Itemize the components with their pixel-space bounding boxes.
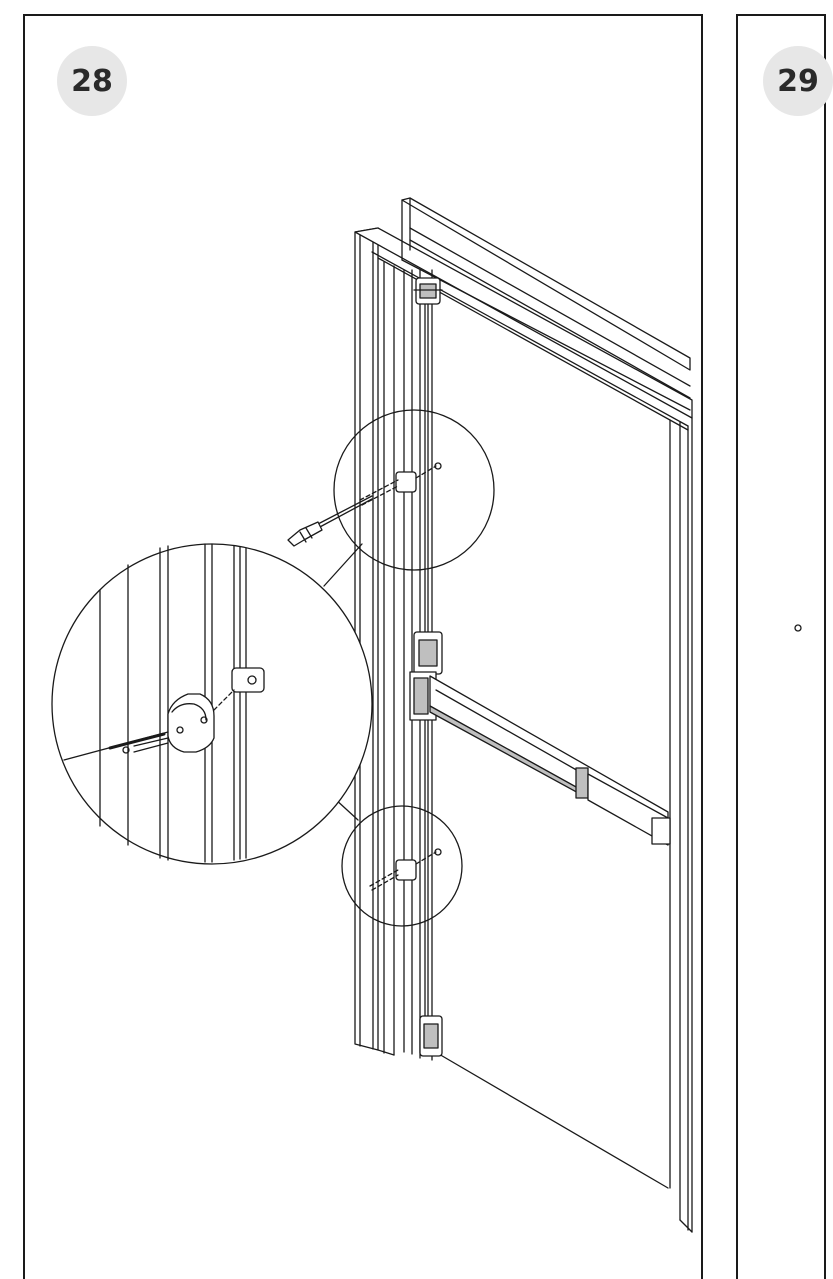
- upper-rod-guide: [333, 409, 495, 571]
- door-leaf: [401, 197, 691, 1189]
- step-number: 28: [71, 63, 113, 99]
- step-number-badge: 28: [57, 46, 127, 116]
- step-number: 29: [777, 63, 819, 99]
- step-number-badge: 29: [763, 46, 833, 116]
- detail-rod-guide: [167, 667, 265, 753]
- detail-screws: [63, 731, 169, 761]
- door-assembly-drawing: [51, 197, 802, 1233]
- top-latch: [413, 277, 443, 305]
- bottom-latch: [419, 1015, 443, 1057]
- step-29-panel: 29: [736, 14, 833, 1279]
- screwdriver-icon: [287, 495, 373, 547]
- lower-rod-guide: [341, 805, 463, 927]
- step-29-partial-detail: [794, 624, 802, 632]
- detail-callout: [51, 543, 373, 865]
- panic-bar: [409, 631, 671, 846]
